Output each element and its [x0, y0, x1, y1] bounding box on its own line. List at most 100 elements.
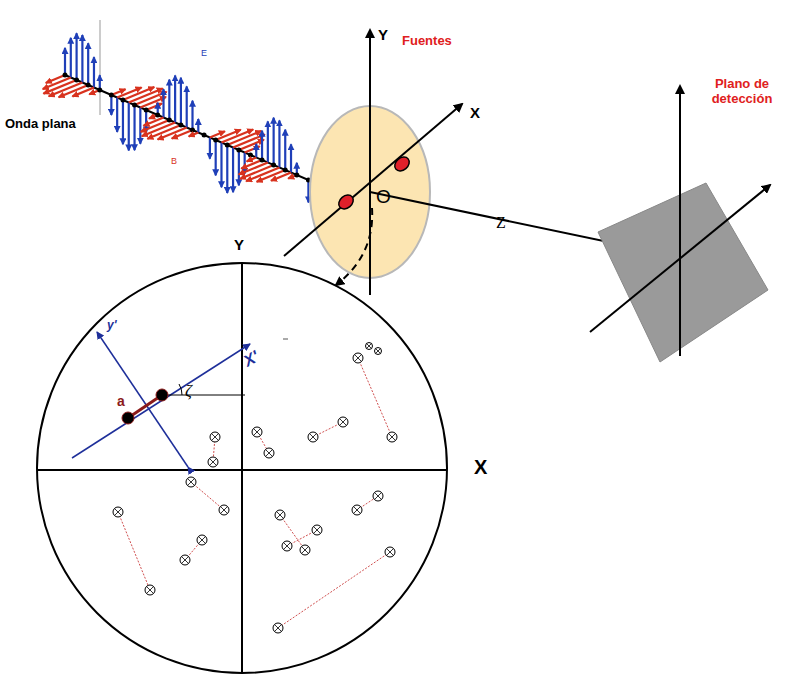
source-cross [277, 512, 284, 519]
source-symbol [180, 555, 190, 565]
pair-link [118, 512, 150, 590]
e-field-arrow [267, 121, 269, 162]
source-symbol [366, 343, 373, 350]
plane-axis [679, 86, 681, 356]
x-axis [284, 104, 462, 256]
wave-ref [100, 20, 101, 115]
source-cross [277, 512, 284, 519]
b-field-arrow [146, 103, 162, 110]
wave-dot [283, 168, 288, 173]
source-cross [340, 419, 347, 426]
y-prime-axis [97, 332, 188, 467]
source-symbol [352, 505, 362, 515]
wave-dot [213, 138, 218, 143]
distance-label: a [117, 393, 125, 409]
e-field-arrow [261, 131, 263, 160]
source-cross [115, 509, 122, 516]
dipole-dot [156, 389, 168, 401]
dipole-dot [122, 412, 134, 424]
pair-link [358, 358, 392, 437]
source-symbol [375, 348, 382, 355]
source-symbol [338, 417, 348, 427]
e-field-arrow [209, 138, 211, 159]
b-field-arrow [189, 133, 199, 137]
pair-link [191, 482, 224, 510]
axis-label: Y [234, 236, 244, 253]
source-cross [210, 459, 217, 466]
source-cross [199, 537, 206, 544]
axis-label: Z [496, 214, 506, 232]
source-symbol [219, 505, 229, 515]
source-cross [340, 419, 347, 426]
aperture-circle [37, 263, 447, 673]
source-cross [254, 429, 261, 436]
axis-label: X' [240, 348, 262, 371]
source-cross [188, 479, 195, 486]
wave-dot [63, 73, 68, 78]
wave-dot [236, 148, 241, 153]
axis-label: Y [378, 26, 388, 43]
source-cross [182, 557, 189, 564]
e-field-arrow [168, 80, 170, 120]
source-symbol [373, 491, 383, 501]
wave-dot [294, 173, 299, 178]
sources-label: Fuentes [402, 33, 452, 48]
wave-dot [190, 128, 195, 133]
e-field-arrow [220, 143, 222, 188]
e-field-arrow [93, 57, 95, 87]
wave-dot [109, 93, 114, 98]
source-symbol [252, 427, 262, 437]
b-field-arrow [117, 87, 141, 97]
e-field-arrow [122, 100, 124, 144]
e-field-arrow [75, 33, 77, 80]
e-field-arrow [226, 145, 228, 193]
wave-dot [260, 158, 265, 163]
e-field-arrow [191, 101, 193, 130]
e-field-arrow [70, 38, 72, 78]
source-symbol [113, 507, 123, 517]
e-field-arrow [278, 120, 280, 167]
e-field-arrow [284, 130, 286, 170]
e-field-arrow [128, 103, 130, 151]
source-cross [387, 549, 394, 556]
source-cross [302, 547, 309, 554]
source-cross [147, 587, 154, 594]
source-cross [354, 507, 361, 514]
title-label: Onda plana [5, 116, 76, 131]
wave-dot [86, 83, 91, 88]
plane-label: Plano de detección [696, 76, 788, 106]
wave-dot [132, 103, 137, 108]
source-cross [376, 349, 381, 354]
e-field-arrow [273, 118, 275, 165]
source-symbol [387, 432, 397, 442]
source-symbol [273, 623, 283, 633]
axis-label: X [474, 456, 487, 479]
mark [283, 339, 288, 340]
e-field-arrow [290, 144, 292, 172]
source-symbol [186, 477, 196, 487]
e-field-arrow [232, 148, 234, 193]
y-axis [369, 30, 371, 295]
e-field-arrow [139, 108, 141, 144]
source-cross [147, 587, 154, 594]
source-cross [367, 344, 372, 349]
source-cross [302, 547, 309, 554]
circle-y-axis [241, 263, 243, 673]
zoom-arrow [336, 208, 372, 285]
e-field-arrow [186, 86, 188, 127]
source-cross [355, 355, 362, 362]
e-field-arrow [238, 150, 240, 185]
b-field-arrow [245, 146, 260, 152]
source-cross [389, 434, 396, 441]
pair-link [280, 515, 305, 550]
wave-dot [225, 143, 230, 148]
wave-dot [120, 98, 125, 103]
source-cross [221, 507, 228, 514]
b-field-arrow [271, 173, 291, 181]
source-cross [387, 549, 394, 556]
source-symbol [282, 541, 292, 551]
b-field-arrow [239, 140, 264, 150]
source-cross [389, 434, 396, 441]
